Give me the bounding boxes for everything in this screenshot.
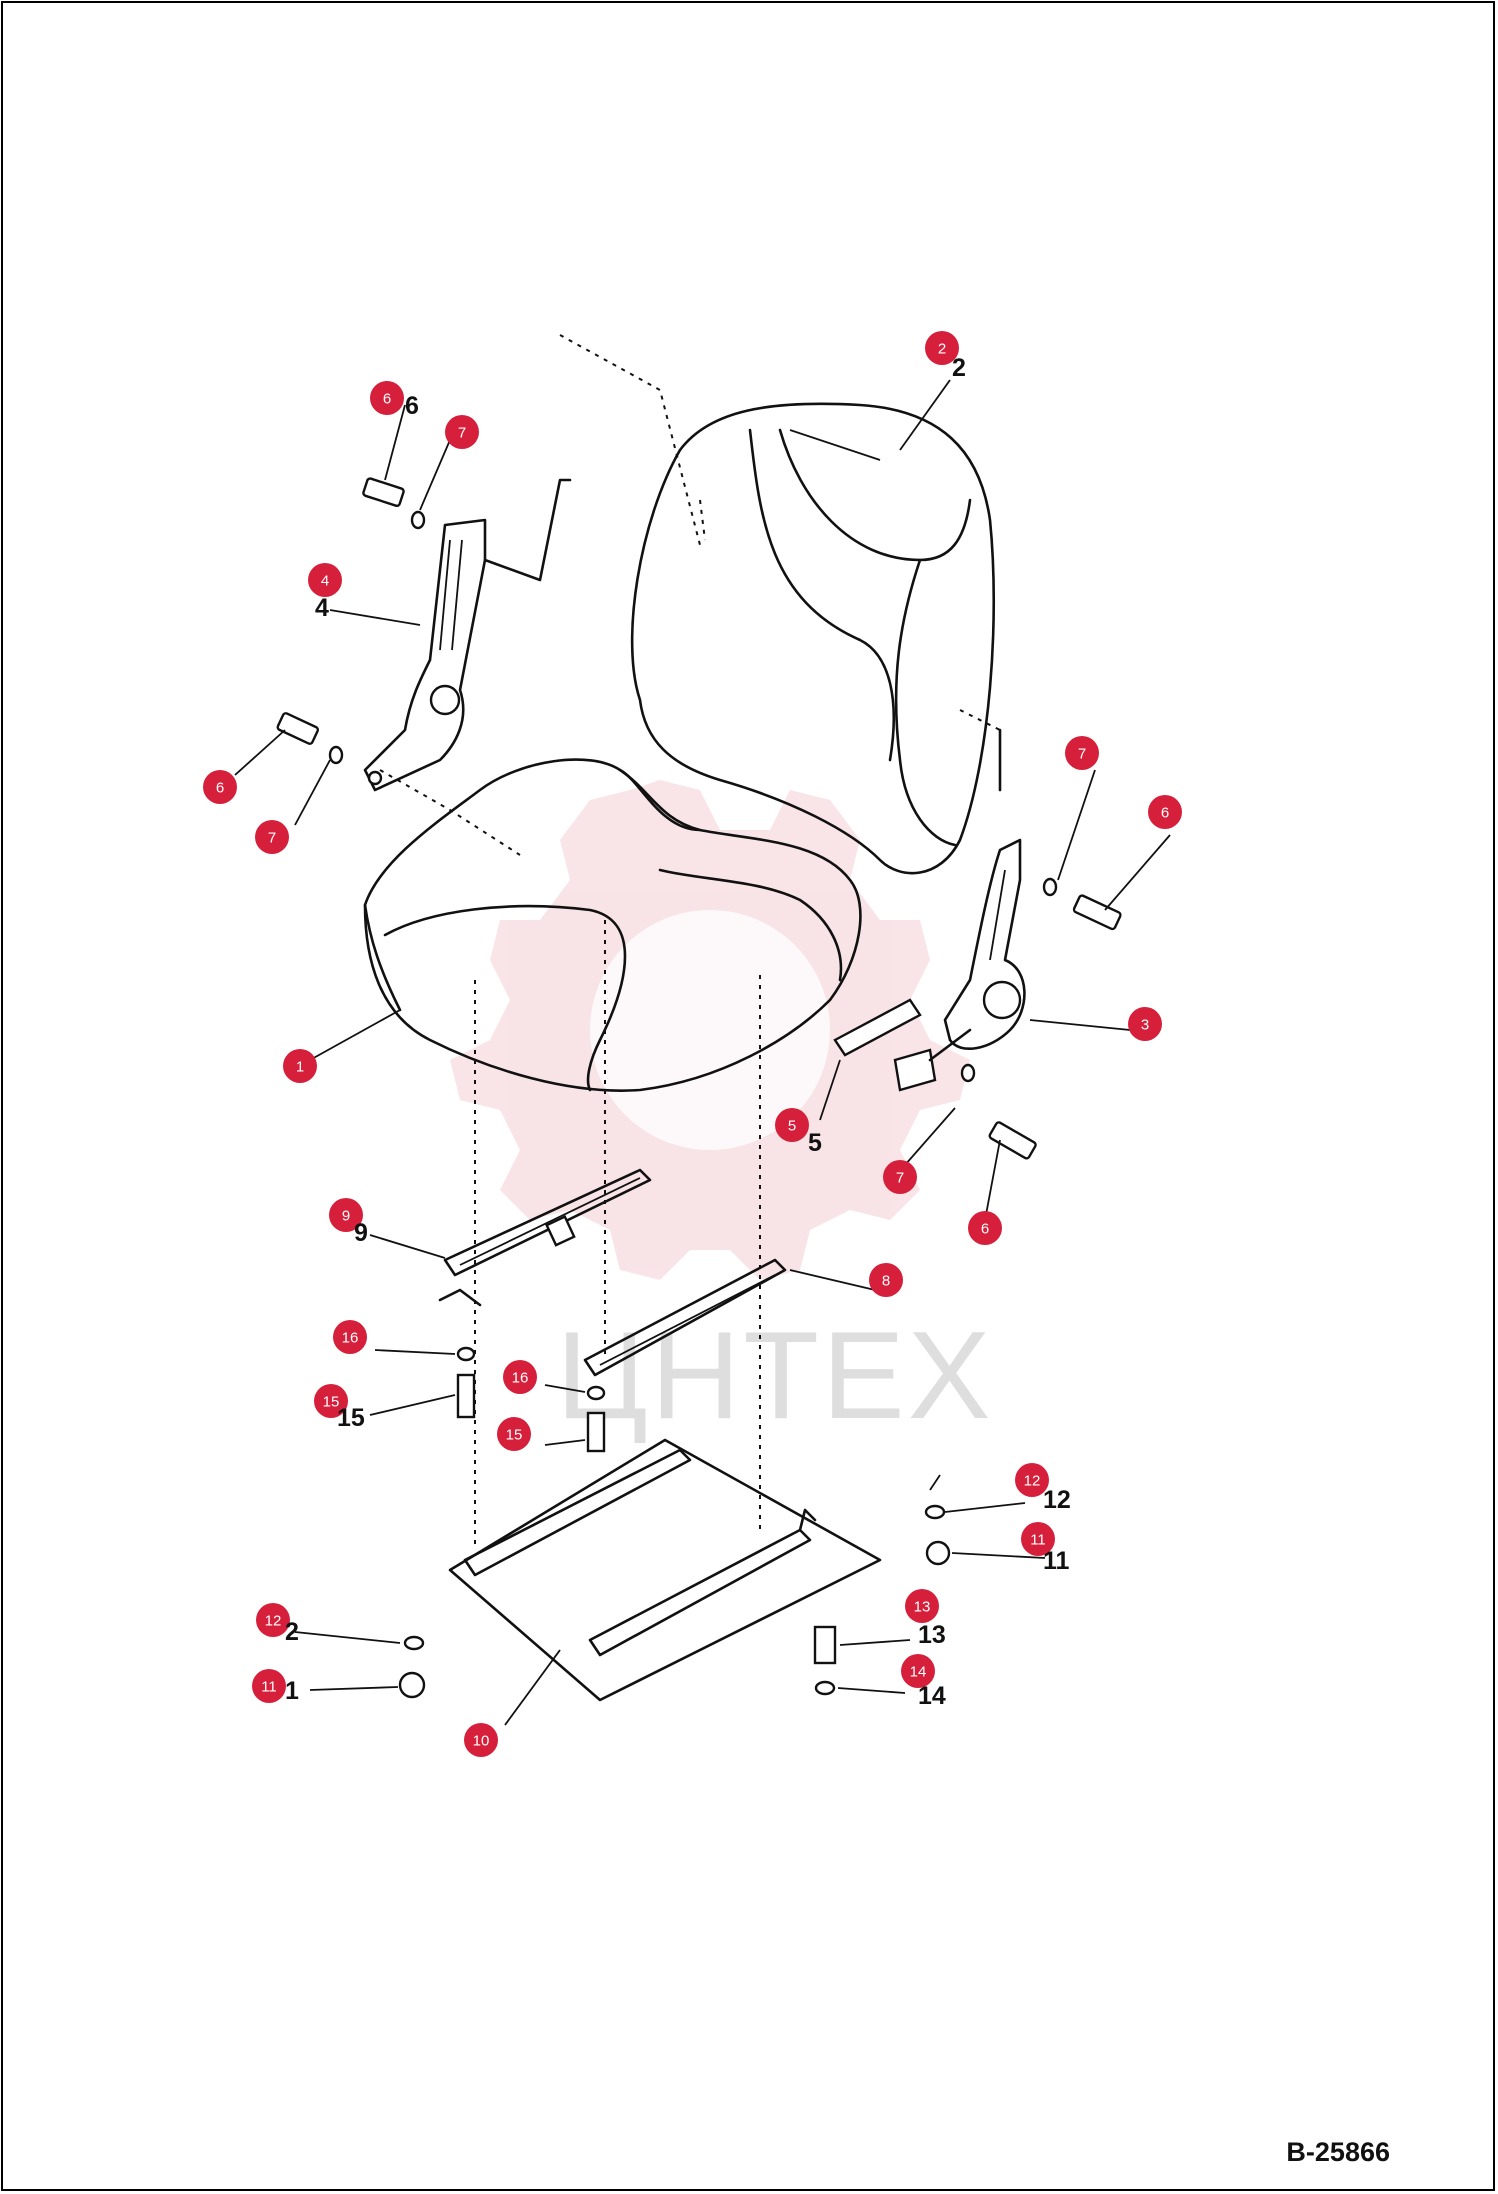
assembly-lines <box>474 920 941 1545</box>
callout-badge-c8 <box>869 1263 903 1297</box>
callout-badge-c7c <box>1065 736 1099 770</box>
callout-handwritten-c14: 14 <box>918 1682 946 1710</box>
callout-badge-c6a <box>370 381 404 415</box>
callout-badge-c6b <box>203 770 237 804</box>
drawing-code: B-25866 <box>1286 2137 1390 2167</box>
callout-badge-c11a <box>1021 1522 1055 1556</box>
callout-label-c12a: 12 <box>1024 1473 1041 1490</box>
callout-badge-c7b <box>255 820 289 854</box>
callout-label-c15a: 15 <box>323 1394 340 1411</box>
callout-badge-c11b <box>252 1669 286 1703</box>
callout-label-c15b: 15 <box>506 1427 523 1444</box>
callout-badge-c14 <box>901 1654 935 1688</box>
callout-badge-c7d <box>883 1160 917 1194</box>
callout-label-c13: 13 <box>914 1599 931 1616</box>
callout-handwritten-c13: 13 <box>918 1621 946 1649</box>
callout-label-c12b: 12 <box>265 1613 282 1630</box>
callout-badge-c16b <box>503 1360 537 1394</box>
callout-handwritten-c11a: 11 <box>1043 1547 1070 1575</box>
callout-badge-c12a <box>1015 1463 1049 1497</box>
callout-label-c6b: 6 <box>216 780 224 797</box>
callout-handwritten-c11b: 1 <box>285 1677 299 1705</box>
callout-handwritten-c4: 4 <box>315 594 329 622</box>
watermark-text: ЦНТЕХ <box>556 1307 994 1445</box>
callout-label-c4: 4 <box>321 573 329 590</box>
callout-label-c7c: 7 <box>1078 746 1086 763</box>
callout-badge-c2 <box>925 331 959 365</box>
callout-handwritten-c6a: 6 <box>405 392 419 420</box>
callout-badge-c16a <box>333 1320 367 1354</box>
watermark-gear-logo <box>450 780 970 1280</box>
callout-label-c7d: 7 <box>896 1170 904 1187</box>
seat-rails-upper <box>438 1168 787 1377</box>
callout-label-c3: 3 <box>1141 1017 1149 1034</box>
callout-label-c7b: 7 <box>268 830 276 847</box>
callout-badge-c5 <box>775 1108 809 1142</box>
callout-badge-c10 <box>464 1723 498 1757</box>
callout-handwritten-c12a: 12 <box>1043 1486 1071 1514</box>
callout-label-c14: 14 <box>910 1664 927 1681</box>
callout-label-c11a: 11 <box>1030 1532 1046 1549</box>
callout-badge-c9 <box>329 1198 363 1232</box>
callout-label-c9: 9 <box>342 1208 350 1225</box>
callout-handwritten-c15a: 15 <box>337 1404 365 1432</box>
callout-label-c10: 10 <box>473 1733 490 1750</box>
leader-lines <box>234 379 1171 1726</box>
seat-base-plate <box>448 1438 882 1702</box>
callout-label-c7a: 7 <box>458 425 466 442</box>
callout-label-c2: 2 <box>938 341 946 358</box>
hardware-lower <box>398 1346 951 1699</box>
callout-label-c6a: 6 <box>383 391 391 408</box>
hardware-bolts <box>276 477 1122 1160</box>
callout-handwritten-c5: 5 <box>808 1129 822 1157</box>
callout-label-c16b: 16 <box>512 1370 529 1387</box>
callout-handwritten-c12b: 2 <box>285 1618 299 1646</box>
callout-badge-c4 <box>308 563 342 597</box>
callout-badge-c15b <box>497 1417 531 1451</box>
callout-label-c5: 5 <box>788 1118 796 1135</box>
callout-label-c6d: 6 <box>981 1221 989 1238</box>
callout-badge-c12b <box>256 1603 290 1637</box>
seat-cushion <box>363 334 862 1092</box>
left-recliner-bracket <box>363 478 572 792</box>
seat-backrest <box>630 402 1002 875</box>
callout-badge-c3 <box>1128 1007 1162 1041</box>
callout-badge-c6c <box>1148 795 1182 829</box>
callout-handwritten-c9: 9 <box>354 1219 368 1247</box>
callout-badge-c7a <box>445 415 479 449</box>
callout-badge-c15a <box>314 1384 348 1418</box>
callout-label-c16a: 16 <box>342 1330 359 1347</box>
callout-badge-c1 <box>283 1049 317 1083</box>
callout-label-c6c: 6 <box>1161 805 1169 822</box>
callout-badge-c6d <box>968 1211 1002 1245</box>
right-recliner-bracket <box>833 838 1026 1092</box>
callout-handwritten-c2: 2 <box>952 354 966 382</box>
callout-label-c8: 8 <box>882 1273 890 1290</box>
callout-label-c11b: 11 <box>261 1679 277 1696</box>
callout-badge-c13 <box>905 1589 939 1623</box>
callout-label-c1: 1 <box>296 1059 304 1076</box>
